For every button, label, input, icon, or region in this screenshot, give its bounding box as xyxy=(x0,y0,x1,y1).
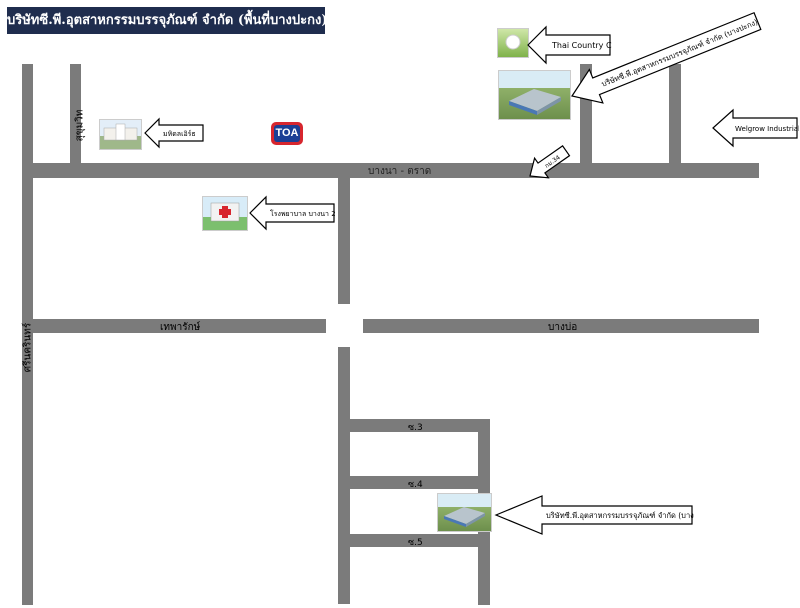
label-company-bangpakong: บริษัทซี.พี.อุตสาหกรรมบรรจุภัณฑ์ จำกัด (… xyxy=(600,17,759,88)
label-thai-country-club: Thai Country Club xyxy=(551,41,612,50)
arrow-hospital: โรงพยาบาล บางนา 2 xyxy=(249,195,336,231)
road-label-soi-5: ซ.5 xyxy=(408,538,423,548)
road-label-sukhumvit: สุขุมวิท xyxy=(74,109,86,142)
building-photo-mahidol xyxy=(99,119,142,150)
road-bangna-trad xyxy=(22,163,759,178)
label-hospital: โรงพยาบาล บางนา 2 xyxy=(270,209,336,218)
label-mahidol: มหิดลเอิร์ธ xyxy=(163,130,196,138)
road-soi-3 xyxy=(350,419,490,432)
hospital-icon xyxy=(202,196,248,231)
road-soi-4 xyxy=(350,476,490,489)
arrow-welgrow-industrial: Welgrow Industrial xyxy=(712,108,799,148)
factory-photo-bangphli xyxy=(437,493,492,532)
arrow-thai-country-club: Thai Country Club xyxy=(527,25,612,65)
road-label-bang-bo: บางบ่อ xyxy=(548,322,578,333)
road-thepharak xyxy=(33,319,326,333)
road-label-thepharak: เทพารักษ์ xyxy=(160,322,201,333)
label-welgrow-industrial: Welgrow Industrial xyxy=(735,125,799,133)
arrow-company-bangphli: บริษัทซี.พี.อุตสาหกรรมบรรจุภัณฑ์ จำกัด (… xyxy=(494,495,694,535)
road-label-soi-4: ซ.4 xyxy=(408,480,423,490)
road-sukhumvit-connector xyxy=(70,64,81,164)
arrow-company-bangpakong: บริษัทซี.พี.อุตสาหกรรมบรรจุภัณฑ์ จำกัด (… xyxy=(571,11,762,104)
road-label-srinakarin: ศรีนครินทร์ xyxy=(22,322,34,373)
golf-ball-icon xyxy=(497,28,529,58)
road-label-soi-3: ซ.3 xyxy=(408,423,423,433)
label-company-bangphli: บริษัทซี.พี.อุตสาหกรรมบรรจุภัณฑ์ จำกัด (… xyxy=(546,511,694,520)
map-title: บริษัทซี.พี.อุตสาหกรรมบรรจุภัณฑ์ จำกัด (… xyxy=(7,7,325,34)
toa-logo: TOA xyxy=(271,122,303,145)
arrow-km34: กม.34 xyxy=(529,145,571,179)
road-soi-5 xyxy=(350,534,490,547)
toa-logo-text: TOA xyxy=(274,125,300,142)
road-label-bangna-trad: บางนา - ตราด xyxy=(368,166,432,177)
arrow-mahidol: มหิดลเอิร์ธ xyxy=(144,117,204,149)
road-country-club-2 xyxy=(669,64,681,163)
factory-photo-bangpakong xyxy=(498,70,571,120)
road-srinakarin xyxy=(22,64,33,605)
road-vertical-lower xyxy=(338,347,350,604)
road-vertical-upper xyxy=(338,178,350,304)
road-bang-bo xyxy=(363,319,759,333)
